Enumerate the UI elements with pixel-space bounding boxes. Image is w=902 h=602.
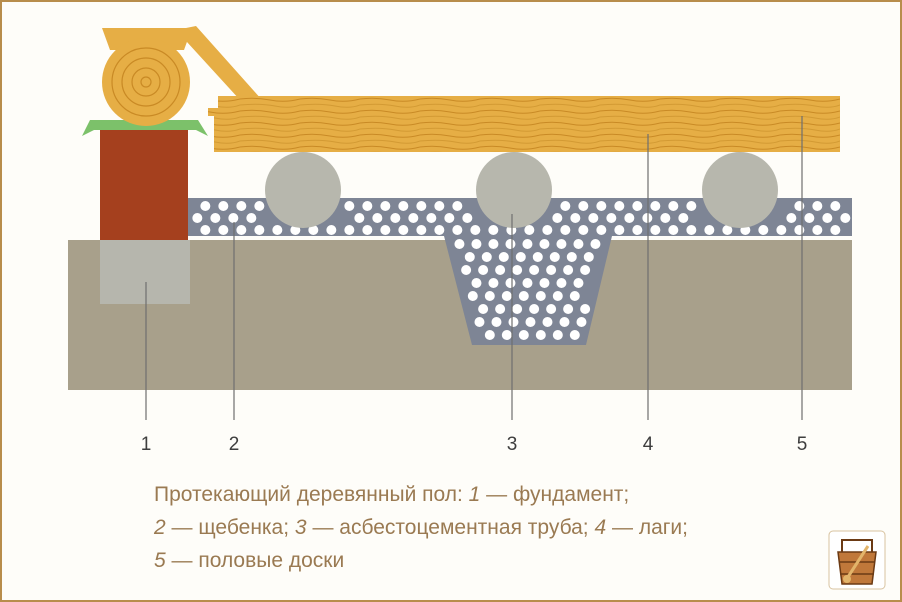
caption-line-1: Протекающий деревянный пол: 1 — фундамен… <box>154 483 630 506</box>
foundation-base <box>100 240 190 304</box>
gravel-pebbles <box>192 201 851 340</box>
wall-beam <box>176 26 262 100</box>
caption-line-3: 5 — половые доски <box>154 549 345 572</box>
lag-left <box>265 152 341 228</box>
floor-board <box>208 96 840 152</box>
label-3: 3 <box>506 434 518 455</box>
bath-bucket-icon <box>828 530 886 590</box>
label-2: 2 <box>228 434 240 455</box>
figure-caption: Протекающий деревянный пол: 1 — фундамен… <box>154 478 688 577</box>
label-5: 5 <box>796 434 808 455</box>
caption-line-2: 2 — щебенка; 3 — асбестоцементная труба;… <box>154 516 688 539</box>
wall-log <box>102 38 190 126</box>
label-1: 1 <box>140 434 152 455</box>
insulation-pad <box>82 120 208 136</box>
asbestos-pipe <box>476 152 552 228</box>
lag-right <box>702 152 778 228</box>
brick-foundation <box>100 128 188 240</box>
label-4: 4 <box>642 434 654 455</box>
